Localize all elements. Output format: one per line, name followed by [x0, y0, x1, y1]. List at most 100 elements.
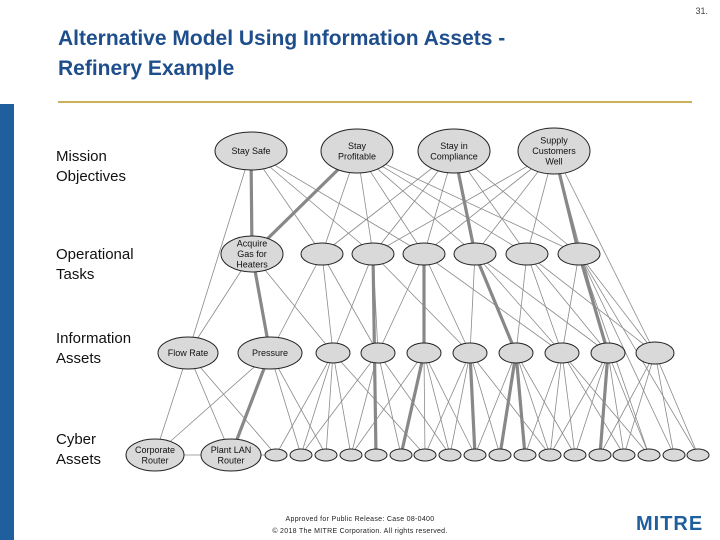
edge-link-strong — [468, 351, 477, 457]
node-ia10 — [635, 341, 675, 365]
edge-link — [574, 352, 609, 456]
edge-link — [332, 352, 352, 456]
edge-link — [300, 352, 334, 456]
edge-link — [424, 352, 471, 456]
node-stay-safe: Stay Safe — [214, 131, 288, 171]
edge-link — [469, 352, 551, 456]
edge-link-strong — [598, 351, 610, 457]
edge-link-strong — [229, 351, 272, 457]
edges — [154, 149, 699, 457]
node-op6 — [505, 242, 549, 266]
release-notice: Approved for Public Release: Case 08-040… — [285, 516, 435, 523]
edge-link — [607, 352, 625, 456]
node-ia3 — [315, 342, 351, 364]
edge-link — [350, 352, 425, 456]
page-number: 31. — [695, 6, 708, 16]
node-ia9 — [590, 342, 626, 364]
slide-title: Alternative Model Using Information Asse… — [58, 24, 678, 84]
node-ia7 — [498, 342, 534, 364]
node-op3 — [351, 242, 395, 266]
edge-link — [474, 352, 517, 456]
edge-link — [423, 253, 563, 354]
edge-link — [321, 253, 334, 354]
title-divider — [58, 101, 692, 103]
node-c16 — [637, 448, 661, 462]
node-c5 — [364, 448, 388, 462]
edge-link — [449, 352, 471, 456]
node-c4 — [339, 448, 363, 462]
edge-link — [356, 150, 528, 255]
node-c13 — [563, 448, 587, 462]
edge-link — [269, 253, 323, 354]
edge-link — [250, 150, 374, 255]
edge-link — [607, 352, 650, 456]
edge-link — [187, 352, 277, 456]
edge-link — [474, 253, 609, 354]
node-ia6 — [452, 342, 488, 364]
edge-link — [269, 352, 327, 456]
edge-link — [515, 352, 551, 456]
edge-link-strong — [498, 351, 518, 457]
edge-link — [356, 150, 580, 255]
edge-link — [423, 352, 476, 456]
edge-link — [549, 352, 563, 456]
edge-link — [524, 352, 563, 456]
edge-link — [526, 253, 609, 354]
node-op2 — [300, 242, 344, 266]
edge-link — [300, 352, 379, 456]
edge-link — [377, 253, 425, 354]
level-label-operational: Operational Tasks — [56, 246, 134, 283]
node-pressure: Pressure — [237, 336, 303, 370]
edge-link — [561, 352, 625, 456]
level-label-cyber: Cyber Assets — [56, 431, 102, 468]
node-c1 — [264, 448, 288, 462]
node-ia8 — [544, 342, 580, 364]
node-c2 — [289, 448, 313, 462]
edge-link-strong — [399, 351, 426, 457]
edge-link — [599, 352, 656, 456]
edge-link — [377, 352, 402, 456]
edge-link — [372, 253, 471, 354]
node-op5 — [453, 242, 497, 266]
node-c15 — [612, 448, 636, 462]
edge-link — [474, 253, 563, 354]
node-ia4 — [360, 342, 396, 364]
node-c6 — [389, 448, 413, 462]
node-c7 — [413, 448, 437, 462]
level-label-mission: Mission Objectives — [56, 148, 127, 185]
node-c18 — [686, 448, 710, 462]
node-label: Flow Rate — [168, 348, 209, 358]
edge-link — [578, 253, 675, 456]
edge-link — [154, 352, 271, 456]
node-c12 — [538, 448, 562, 462]
level-label-information: Information Assets — [56, 330, 132, 367]
node-c3 — [314, 448, 338, 462]
edge-link — [654, 352, 675, 456]
node-ia5 — [406, 342, 442, 364]
edge-link — [269, 352, 302, 456]
node-flow-rate: Flow Rate — [157, 336, 219, 370]
edge-link — [469, 352, 501, 456]
edge-link — [561, 253, 580, 354]
edge-link — [526, 253, 563, 354]
node-op7 — [557, 242, 601, 266]
node-label: Pressure — [252, 348, 288, 358]
title-line-2: Refinery Example — [58, 57, 235, 80]
copyright: © 2018 The MITRE Corporation. All rights… — [272, 528, 448, 535]
node-c11 — [513, 448, 537, 462]
edge-link — [623, 352, 656, 456]
edge-link-strong — [473, 252, 518, 355]
node-c10 — [488, 448, 512, 462]
edge-link — [187, 150, 252, 354]
edge-link — [423, 253, 471, 354]
edge-link — [321, 253, 379, 354]
edge-link-strong — [514, 351, 527, 457]
